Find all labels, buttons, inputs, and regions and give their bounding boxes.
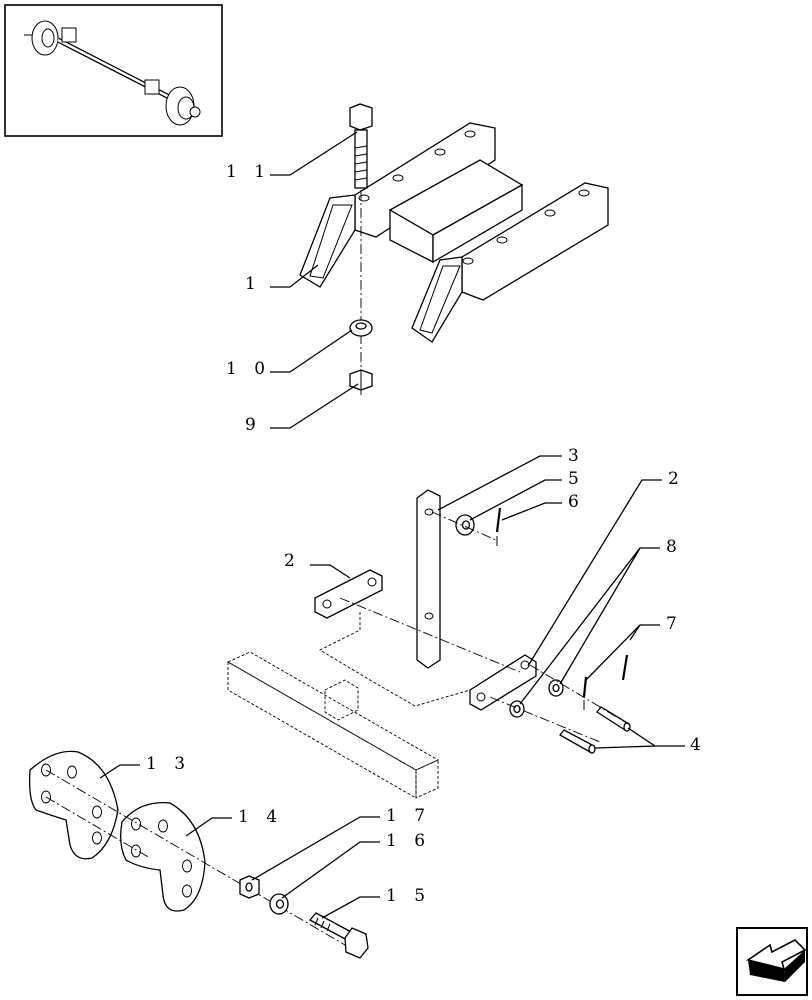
callout-15: 1 5 [386,886,431,906]
axis-line [529,664,631,726]
hex-bolt-upper [349,103,373,189]
callout-10: 1 0 [226,359,271,379]
cotter-pin-7a [582,676,588,710]
axis-line [45,796,151,859]
axis-line [45,769,346,946]
washer-5 [455,514,475,536]
cotter-pin-7b [621,654,629,681]
washer-8b [548,679,564,697]
callout-6: 6 [568,492,585,512]
callout-9: 9 [245,415,262,435]
axis-line [339,597,521,673]
washer-8a [509,700,525,718]
mounting-plate-13 [28,750,119,860]
callout-7: 7 [666,614,683,634]
axle-assembly-thumbnail-icon [4,4,223,137]
link-plate-right [469,654,537,711]
callout-13: 1 3 [146,754,191,774]
callout-14: 1 4 [238,807,283,827]
callout-16: 1 6 [386,831,431,851]
washer-upper [349,319,373,337]
axis-line [489,696,601,743]
phantom-beam [227,651,439,799]
callout-4: 4 [690,735,707,755]
support-bracket [299,122,609,343]
washer-16 [269,893,289,915]
callout-5: 5 [568,469,585,489]
callout-17: 1 7 [386,806,431,826]
leader-lines [99,131,685,919]
phantom-outline [319,612,471,707]
pin-4a [559,729,596,754]
callout-11: 1 1 [226,162,271,182]
hex-nut-17 [239,875,260,899]
callout-1: 1 [245,274,262,294]
callout-3: 3 [568,446,585,466]
link-plate-left [314,569,383,619]
mounting-plate-14 [120,801,206,912]
hex-bolt-15 [308,912,369,959]
vertical-arm [416,489,441,669]
callout-2-right: 2 [668,469,685,489]
cotter-pin-6 [495,507,502,546]
next-page-arrow-icon[interactable] [736,927,808,996]
pin-4b [596,706,631,732]
axis-line [431,511,497,541]
callout-8: 8 [666,537,683,557]
callout-2-left: 2 [284,551,301,571]
